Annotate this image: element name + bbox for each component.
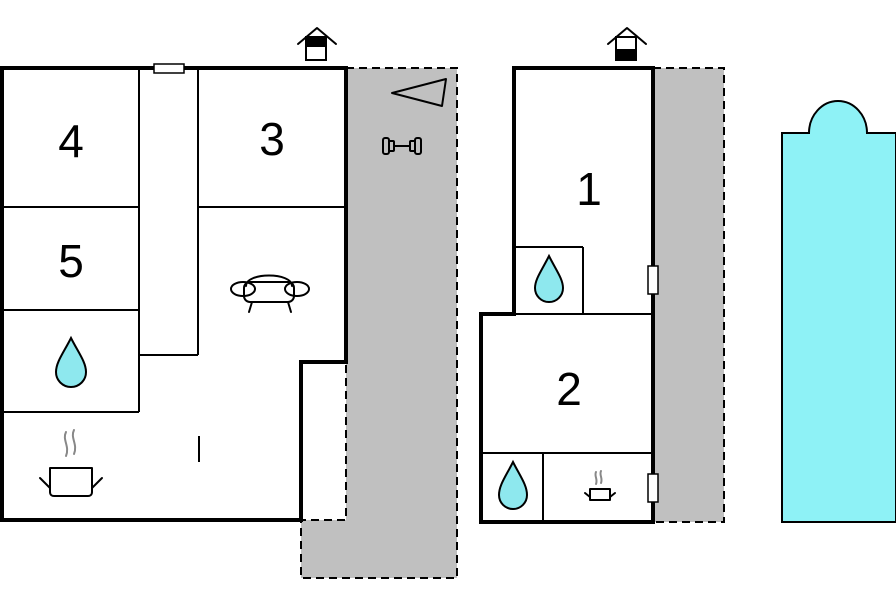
terrace-left <box>300 67 458 579</box>
room-3-label: 3 <box>259 113 285 165</box>
right-window-lower <box>647 473 659 503</box>
swimming-pool <box>781 100 896 523</box>
cooking-pot-icon <box>584 470 616 501</box>
right-inner-walls <box>481 246 653 522</box>
triangle-marker-icon <box>391 78 447 107</box>
room-2-label: 2 <box>556 363 582 415</box>
cooking-pot-icon <box>39 429 103 497</box>
room-5-label: 5 <box>58 235 84 287</box>
left-building-window <box>153 63 185 74</box>
house-entrance-icon <box>297 27 337 61</box>
dumbbell-icon <box>382 137 422 155</box>
terrace-right <box>652 67 725 523</box>
house-entrance-icon <box>607 27 647 61</box>
water-drop-icon <box>533 253 565 303</box>
right-window-upper <box>647 265 659 295</box>
water-drop-icon <box>497 459 529 510</box>
room-4-label: 4 <box>58 115 84 167</box>
room-1-label: 1 <box>576 163 602 215</box>
left-inner-walls <box>2 68 346 462</box>
water-drop-icon <box>54 335 88 388</box>
left-building-outline <box>0 66 348 522</box>
sofa-icon <box>230 274 310 313</box>
